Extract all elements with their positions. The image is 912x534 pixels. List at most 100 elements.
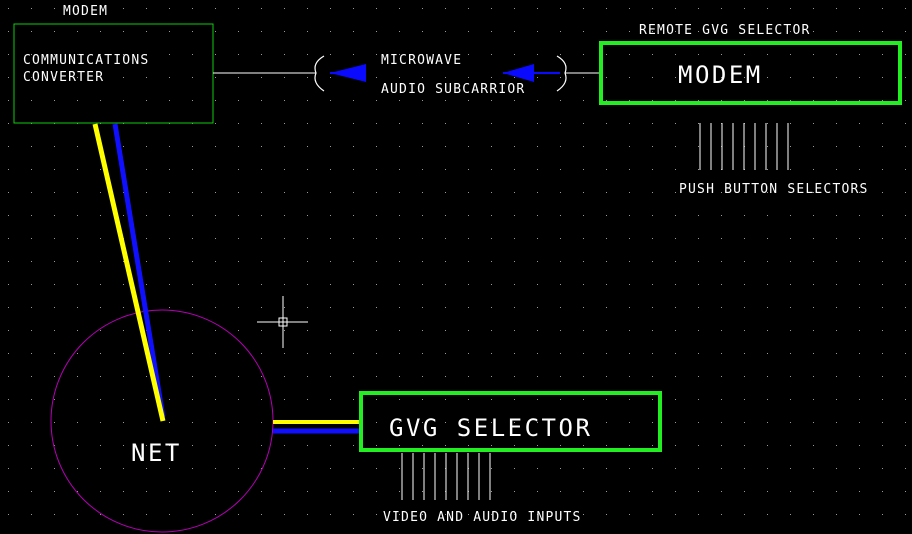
grid-dot <box>629 238 630 239</box>
grid-dot <box>376 261 377 262</box>
grid-dot <box>399 123 400 124</box>
grid-dot <box>767 261 768 262</box>
grid-dot <box>790 514 791 515</box>
grid-dot <box>445 399 446 400</box>
grid-dot <box>514 192 515 193</box>
push-button-selector-lines[interactable] <box>699 123 789 170</box>
grid-dot <box>8 77 9 78</box>
grid-dot <box>215 445 216 446</box>
video-audio-input-lines[interactable] <box>401 453 491 500</box>
grid-dot <box>284 192 285 193</box>
grid-dot <box>790 422 791 423</box>
grid-dot <box>491 215 492 216</box>
grid-dot <box>445 77 446 78</box>
grid-dot <box>721 238 722 239</box>
grid-dot <box>77 238 78 239</box>
grid-dot <box>100 31 101 32</box>
grid-dot <box>353 353 354 354</box>
grid-dot <box>123 100 124 101</box>
gvg-selector-box[interactable] <box>359 391 662 452</box>
grid-dot <box>8 468 9 469</box>
grid-dot <box>675 146 676 147</box>
grid-dot <box>238 8 239 9</box>
grid-dot <box>790 192 791 193</box>
grid-dot <box>859 261 860 262</box>
grid-dot <box>583 468 584 469</box>
grid-dot <box>123 284 124 285</box>
grid-dot <box>31 307 32 308</box>
grid-dot <box>675 215 676 216</box>
grid-dot <box>698 284 699 285</box>
grid-dot <box>192 422 193 423</box>
grid-dot <box>859 330 860 331</box>
grid-dot <box>238 100 239 101</box>
grid-dot <box>399 77 400 78</box>
grid-dot <box>54 169 55 170</box>
grid-dot <box>537 169 538 170</box>
grid-dot <box>583 422 584 423</box>
grid-dot <box>445 445 446 446</box>
grid-dot <box>606 376 607 377</box>
grid-dot <box>376 8 377 9</box>
grid-dot <box>652 54 653 55</box>
grid-dot <box>54 376 55 377</box>
grid-dot <box>652 353 653 354</box>
grid-dot <box>376 54 377 55</box>
grid-dot <box>192 284 193 285</box>
grid-dot <box>537 8 538 9</box>
grid-dot <box>744 514 745 515</box>
grid-dot <box>169 330 170 331</box>
grid-dot <box>790 123 791 124</box>
grid-dot <box>422 376 423 377</box>
grid-dot <box>353 261 354 262</box>
grid-dot <box>445 284 446 285</box>
grid-dot <box>882 491 883 492</box>
grid-dot <box>100 514 101 515</box>
grid-dot <box>445 192 446 193</box>
grid-dot <box>882 100 883 101</box>
grid-dot <box>859 192 860 193</box>
grid-dot <box>146 261 147 262</box>
grid-dot <box>721 330 722 331</box>
grid-dot <box>767 399 768 400</box>
grid-dot <box>560 215 561 216</box>
grid-dot <box>31 31 32 32</box>
grid-dot <box>468 54 469 55</box>
grid-dot <box>744 491 745 492</box>
grid-dot <box>123 31 124 32</box>
remote-modem-box[interactable] <box>599 41 902 105</box>
grid-dot <box>744 261 745 262</box>
grid-dot <box>905 445 906 446</box>
grid-dots <box>8 8 906 515</box>
grid-dot <box>307 514 308 515</box>
grid-dot <box>376 445 377 446</box>
grid-dot <box>560 353 561 354</box>
grid-dot <box>215 192 216 193</box>
grid-dot <box>652 468 653 469</box>
grid-dot <box>8 353 9 354</box>
grid-dot <box>491 169 492 170</box>
grid-dot <box>859 238 860 239</box>
grid-dot <box>307 468 308 469</box>
push-button-selectors-label: PUSH BUTTON SELECTORS <box>679 182 869 197</box>
grid-dot <box>698 330 699 331</box>
grid-dot <box>8 31 9 32</box>
grid-dot <box>307 169 308 170</box>
grid-dot <box>307 491 308 492</box>
grid-dot <box>399 146 400 147</box>
grid-dot <box>905 100 906 101</box>
grid-dot <box>77 330 78 331</box>
grid-dot <box>422 307 423 308</box>
grid-dot <box>698 54 699 55</box>
grid-dot <box>445 169 446 170</box>
modem-label-top: MODEM <box>63 4 108 19</box>
grid-dot <box>629 468 630 469</box>
grid-dot <box>836 169 837 170</box>
grid-dot <box>721 8 722 9</box>
grid-dot <box>514 215 515 216</box>
grid-dot <box>77 261 78 262</box>
grid-dot <box>330 169 331 170</box>
grid-dot <box>169 353 170 354</box>
grid-dot <box>100 77 101 78</box>
